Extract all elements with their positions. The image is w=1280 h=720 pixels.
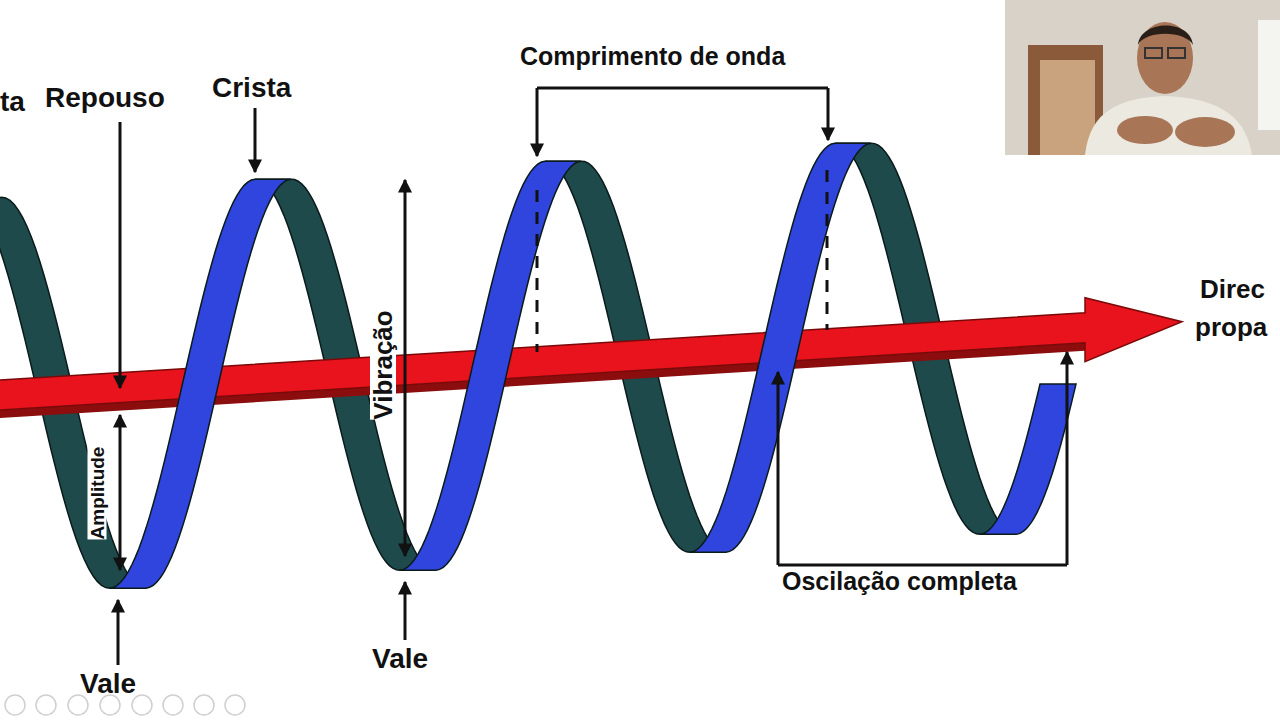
- annotation-lines: [118, 88, 1067, 665]
- dimension-label: Oscilação completa: [782, 569, 1017, 594]
- ribbon-front: [110, 143, 1076, 588]
- dashed-line: [826, 170, 829, 330]
- person-hand: [1117, 116, 1173, 144]
- person-shirt: [1085, 96, 1252, 155]
- arrow-body: [0, 298, 1182, 411]
- part-label: Repouso: [45, 84, 165, 112]
- toolbar-icon: [163, 695, 183, 715]
- toolbar-icon: [132, 695, 152, 715]
- ribbon-back: [0, 143, 1016, 588]
- part-label: Crista: [212, 74, 291, 102]
- leader-arrow: [117, 600, 120, 665]
- leader-arrow: [254, 108, 257, 172]
- partial-label: Direc: [1200, 276, 1265, 302]
- partial-label: propa: [1195, 314, 1267, 340]
- toolbar-icon: [68, 695, 88, 715]
- leader-arrow: [404, 582, 407, 640]
- ribbon-segment: [980, 384, 1076, 534]
- partial-label: ta: [0, 88, 25, 116]
- door-opening: [1040, 60, 1095, 155]
- person-head: [1137, 22, 1193, 94]
- dimension-arrow: [119, 415, 122, 570]
- bracket-arrow: [827, 88, 830, 140]
- ribbon-segment: [690, 143, 871, 552]
- bracket-arrow: [536, 88, 539, 156]
- part-label: Vale: [80, 670, 136, 698]
- propagation-arrow: [0, 298, 1182, 419]
- slide-toolbar: [5, 695, 245, 715]
- bracket: [778, 564, 1067, 567]
- toolbar-icon: [5, 695, 25, 715]
- dimension-label: Vibração: [370, 310, 396, 419]
- leader-arrow: [119, 122, 122, 388]
- bracket: [537, 87, 828, 90]
- dashed-line: [536, 190, 539, 352]
- person-hand: [1175, 117, 1235, 147]
- dimension-label: Amplitude: [88, 447, 107, 540]
- window: [1258, 20, 1280, 130]
- ribbon-segment: [400, 161, 581, 570]
- ribbon-segment: [110, 179, 291, 588]
- webcam-inset: [1005, 0, 1280, 155]
- glasses: [1168, 48, 1185, 58]
- toolbar-icon: [36, 695, 56, 715]
- dimension-label: Comprimento de onda: [520, 44, 785, 69]
- bracket-arrow: [1066, 352, 1069, 565]
- person-hair: [1138, 25, 1193, 45]
- webcam-background: [1005, 0, 1280, 155]
- dimension-arrow: [404, 180, 407, 556]
- part-label: Vale: [372, 645, 428, 673]
- toolbar-icon: [100, 695, 120, 715]
- toolbar-icon: [194, 695, 214, 715]
- glasses: [1145, 48, 1162, 58]
- bracket-arrow: [777, 372, 780, 565]
- toolbar-icon: [225, 695, 245, 715]
